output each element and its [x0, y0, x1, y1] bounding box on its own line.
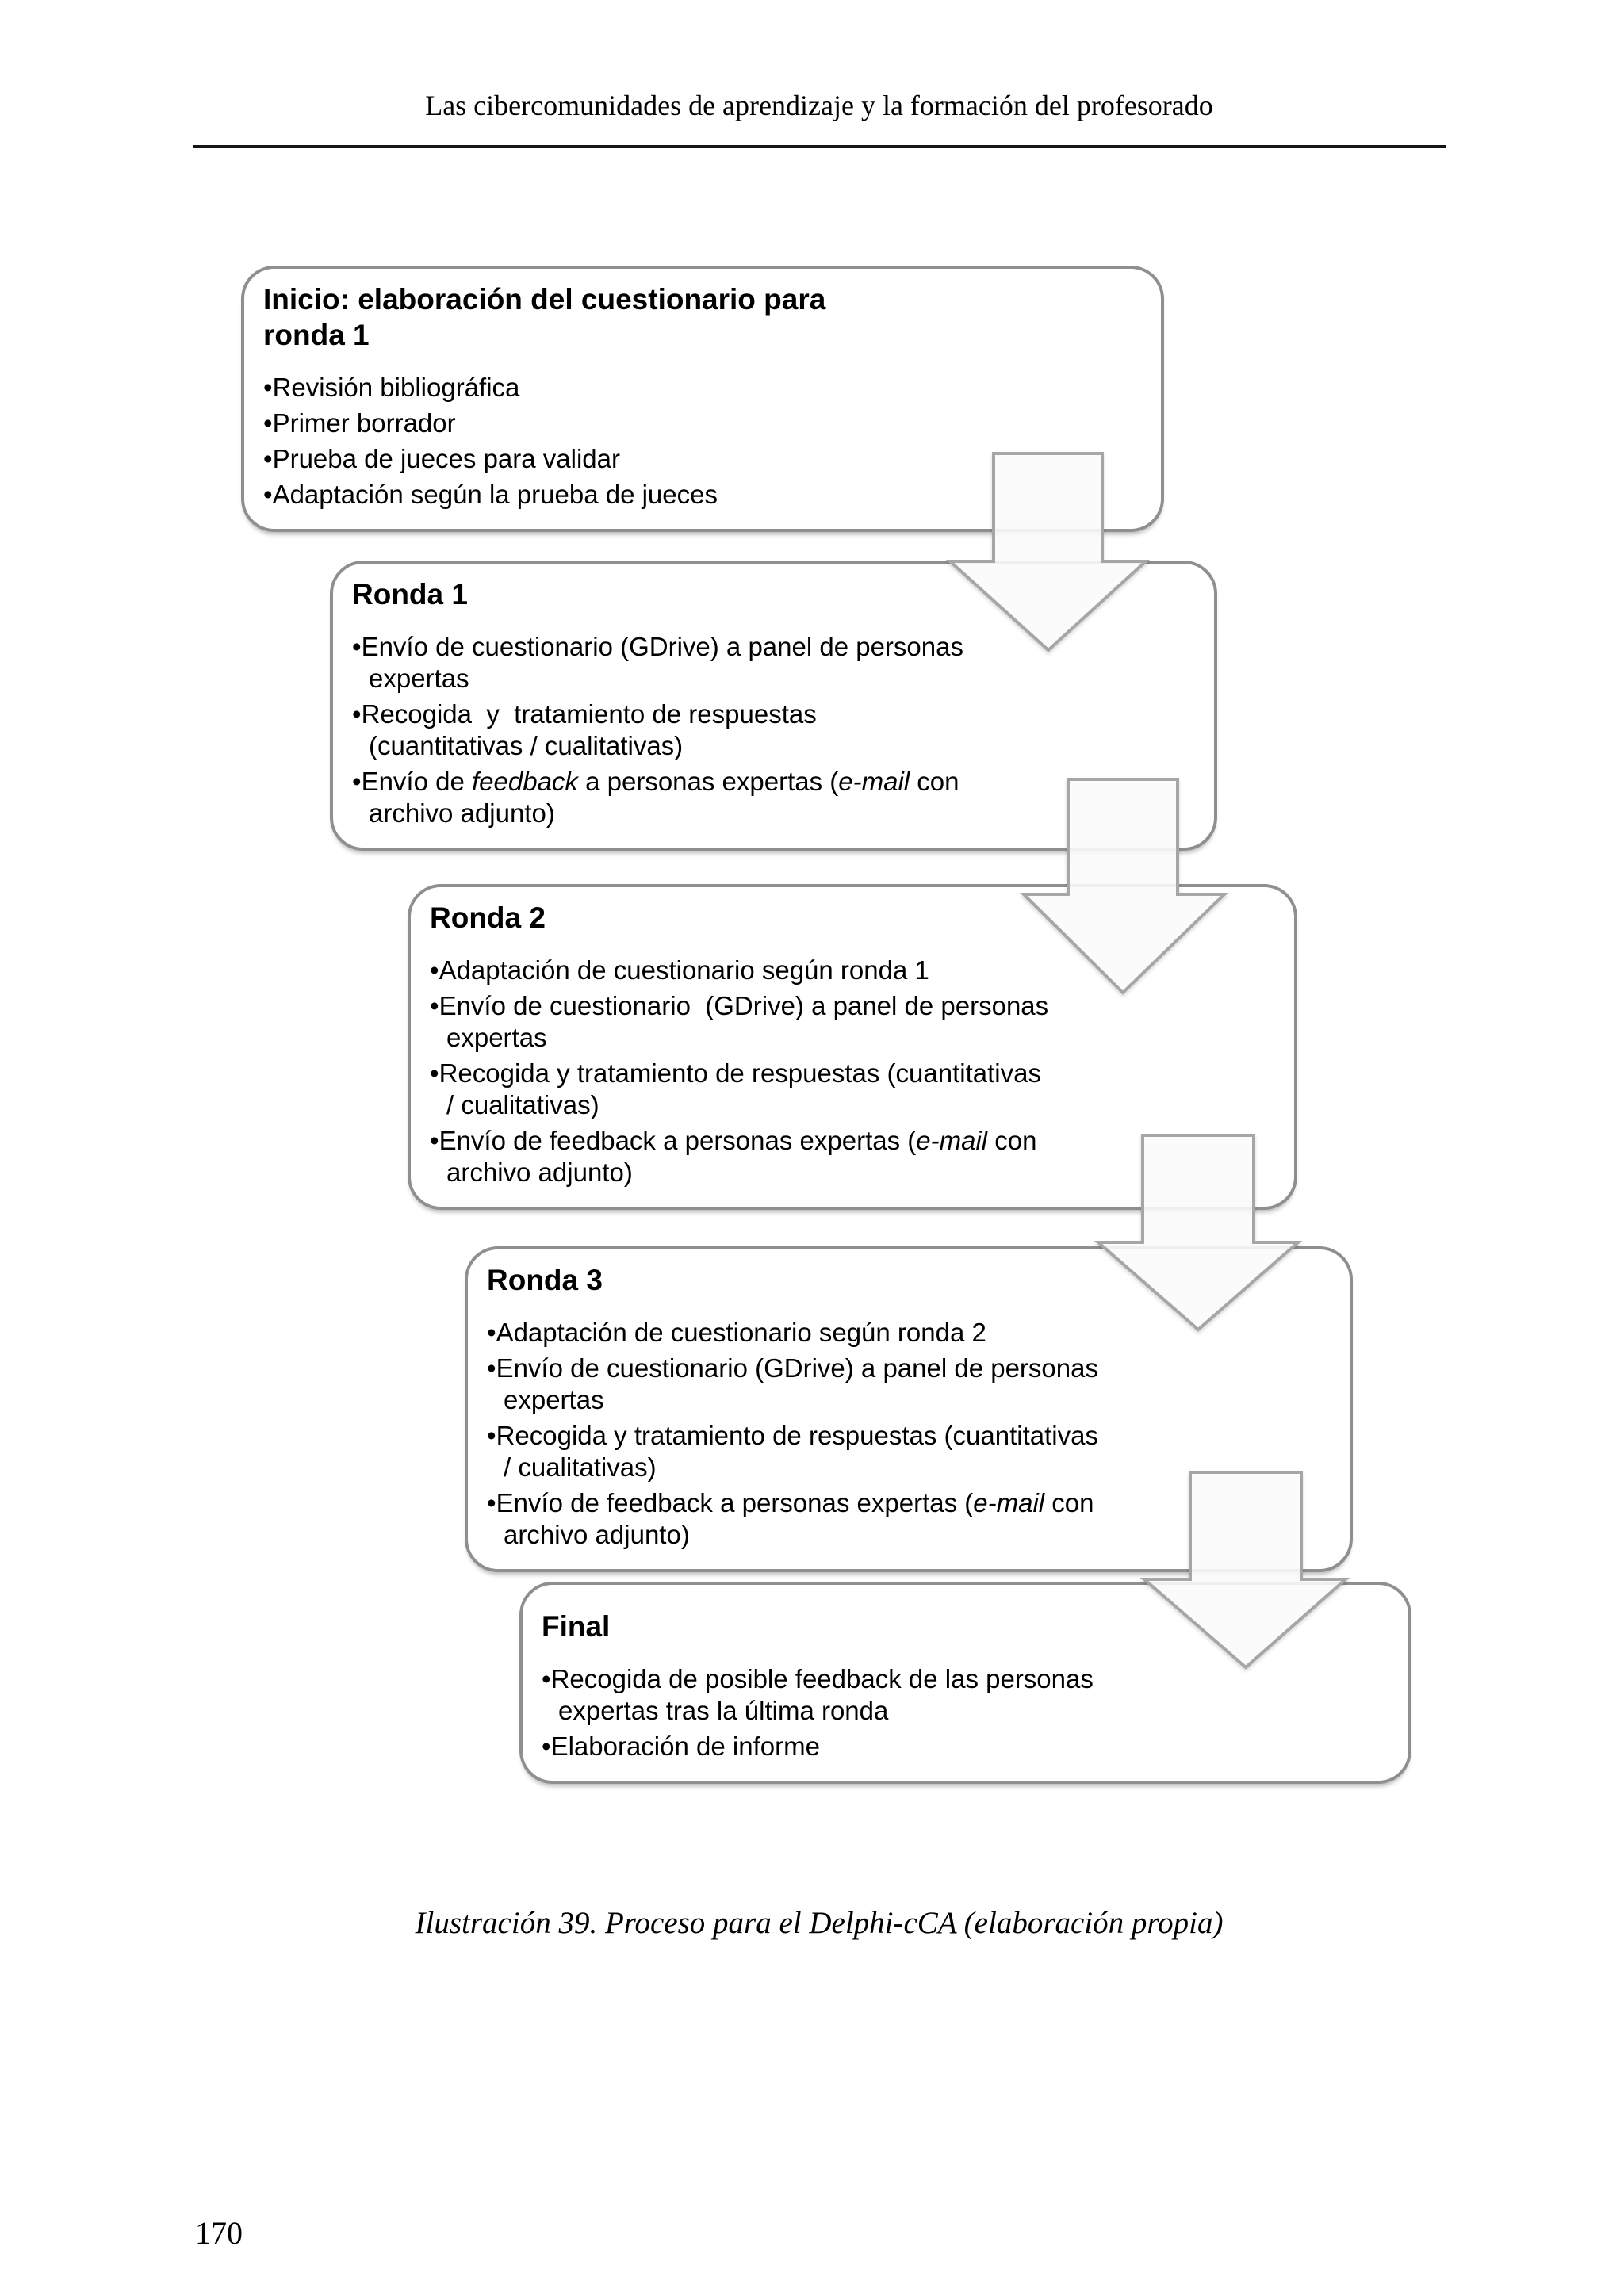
box-title: Ronda 2 [430, 901, 546, 934]
box-title: Inicio: elaboración del cuestionario par… [263, 283, 826, 351]
bullet-item: Recogida de posible feedback de las pers… [542, 1663, 1386, 1727]
header-rule [193, 145, 1446, 148]
bullet-item: Adaptación de cuestionario según ronda 2 [487, 1317, 1327, 1349]
bullet-item: Elaboración de informe [542, 1731, 1386, 1762]
flow-box-ronda-3: Ronda 3 Adaptación de cuestionario según… [465, 1246, 1353, 1572]
flow-box-inicio: Inicio: elaboración del cuestionario par… [241, 266, 1164, 532]
box-bullet-list: Adaptación de cuestionario según ronda 1… [430, 955, 1272, 1188]
bullet-item: Envío de cuestionario (GDrive) a panel d… [352, 631, 1192, 695]
box-bullet-list: Adaptación de cuestionario según ronda 2… [487, 1317, 1327, 1551]
bullet-item: Prueba de jueces para validar [263, 443, 1139, 475]
box-title: Ronda 1 [352, 578, 468, 610]
page-number: 170 [195, 2215, 243, 2251]
bullet-item: Revisión bibliográfica [263, 372, 1139, 404]
bullet-item: Envío de feedback a personas expertas (e… [487, 1487, 1327, 1551]
bullet-item: Primer borrador [263, 408, 1139, 439]
bullet-item: Envío de feedback a personas expertas (e… [352, 766, 1192, 829]
bullet-item: Adaptación según la prueba de jueces [263, 479, 1139, 511]
figure-caption: Ilustración 39. Proceso para el Delphi-c… [415, 1906, 1224, 1940]
bullet-item: Recogida y tratamiento de respuestas(cua… [352, 698, 1192, 762]
bullet-item: Envío de cuestionario (GDrive) a panel d… [430, 990, 1272, 1054]
box-bullet-list: Revisión bibliográficaPrimer borradorPru… [263, 372, 1139, 511]
box-bullet-list: Recogida de posible feedback de las pers… [542, 1663, 1386, 1762]
box-title: Final [542, 1610, 611, 1643]
bullet-item: Recogida y tratamiento de respuestas (cu… [487, 1420, 1327, 1483]
bullet-item: Envío de feedback a personas expertas (e… [430, 1125, 1272, 1188]
flow-box-ronda-1: Ronda 1 Envío de cuestionario (GDrive) a… [330, 561, 1217, 851]
flow-box-final: Final Recogida de posible feedback de la… [519, 1582, 1411, 1784]
box-title: Ronda 3 [487, 1264, 603, 1296]
box-bullet-list: Envío de cuestionario (GDrive) a panel d… [352, 631, 1192, 829]
bullet-item: Recogida y tratamiento de respuestas (cu… [430, 1058, 1272, 1121]
flow-box-ronda-2: Ronda 2 Adaptación de cuestionario según… [408, 884, 1297, 1210]
bullet-item: Envío de cuestionario (GDrive) a panel d… [487, 1353, 1327, 1416]
bullet-item: Adaptación de cuestionario según ronda 1 [430, 955, 1272, 986]
running-header: Las cibercomunidades de aprendizaje y la… [425, 90, 1213, 121]
